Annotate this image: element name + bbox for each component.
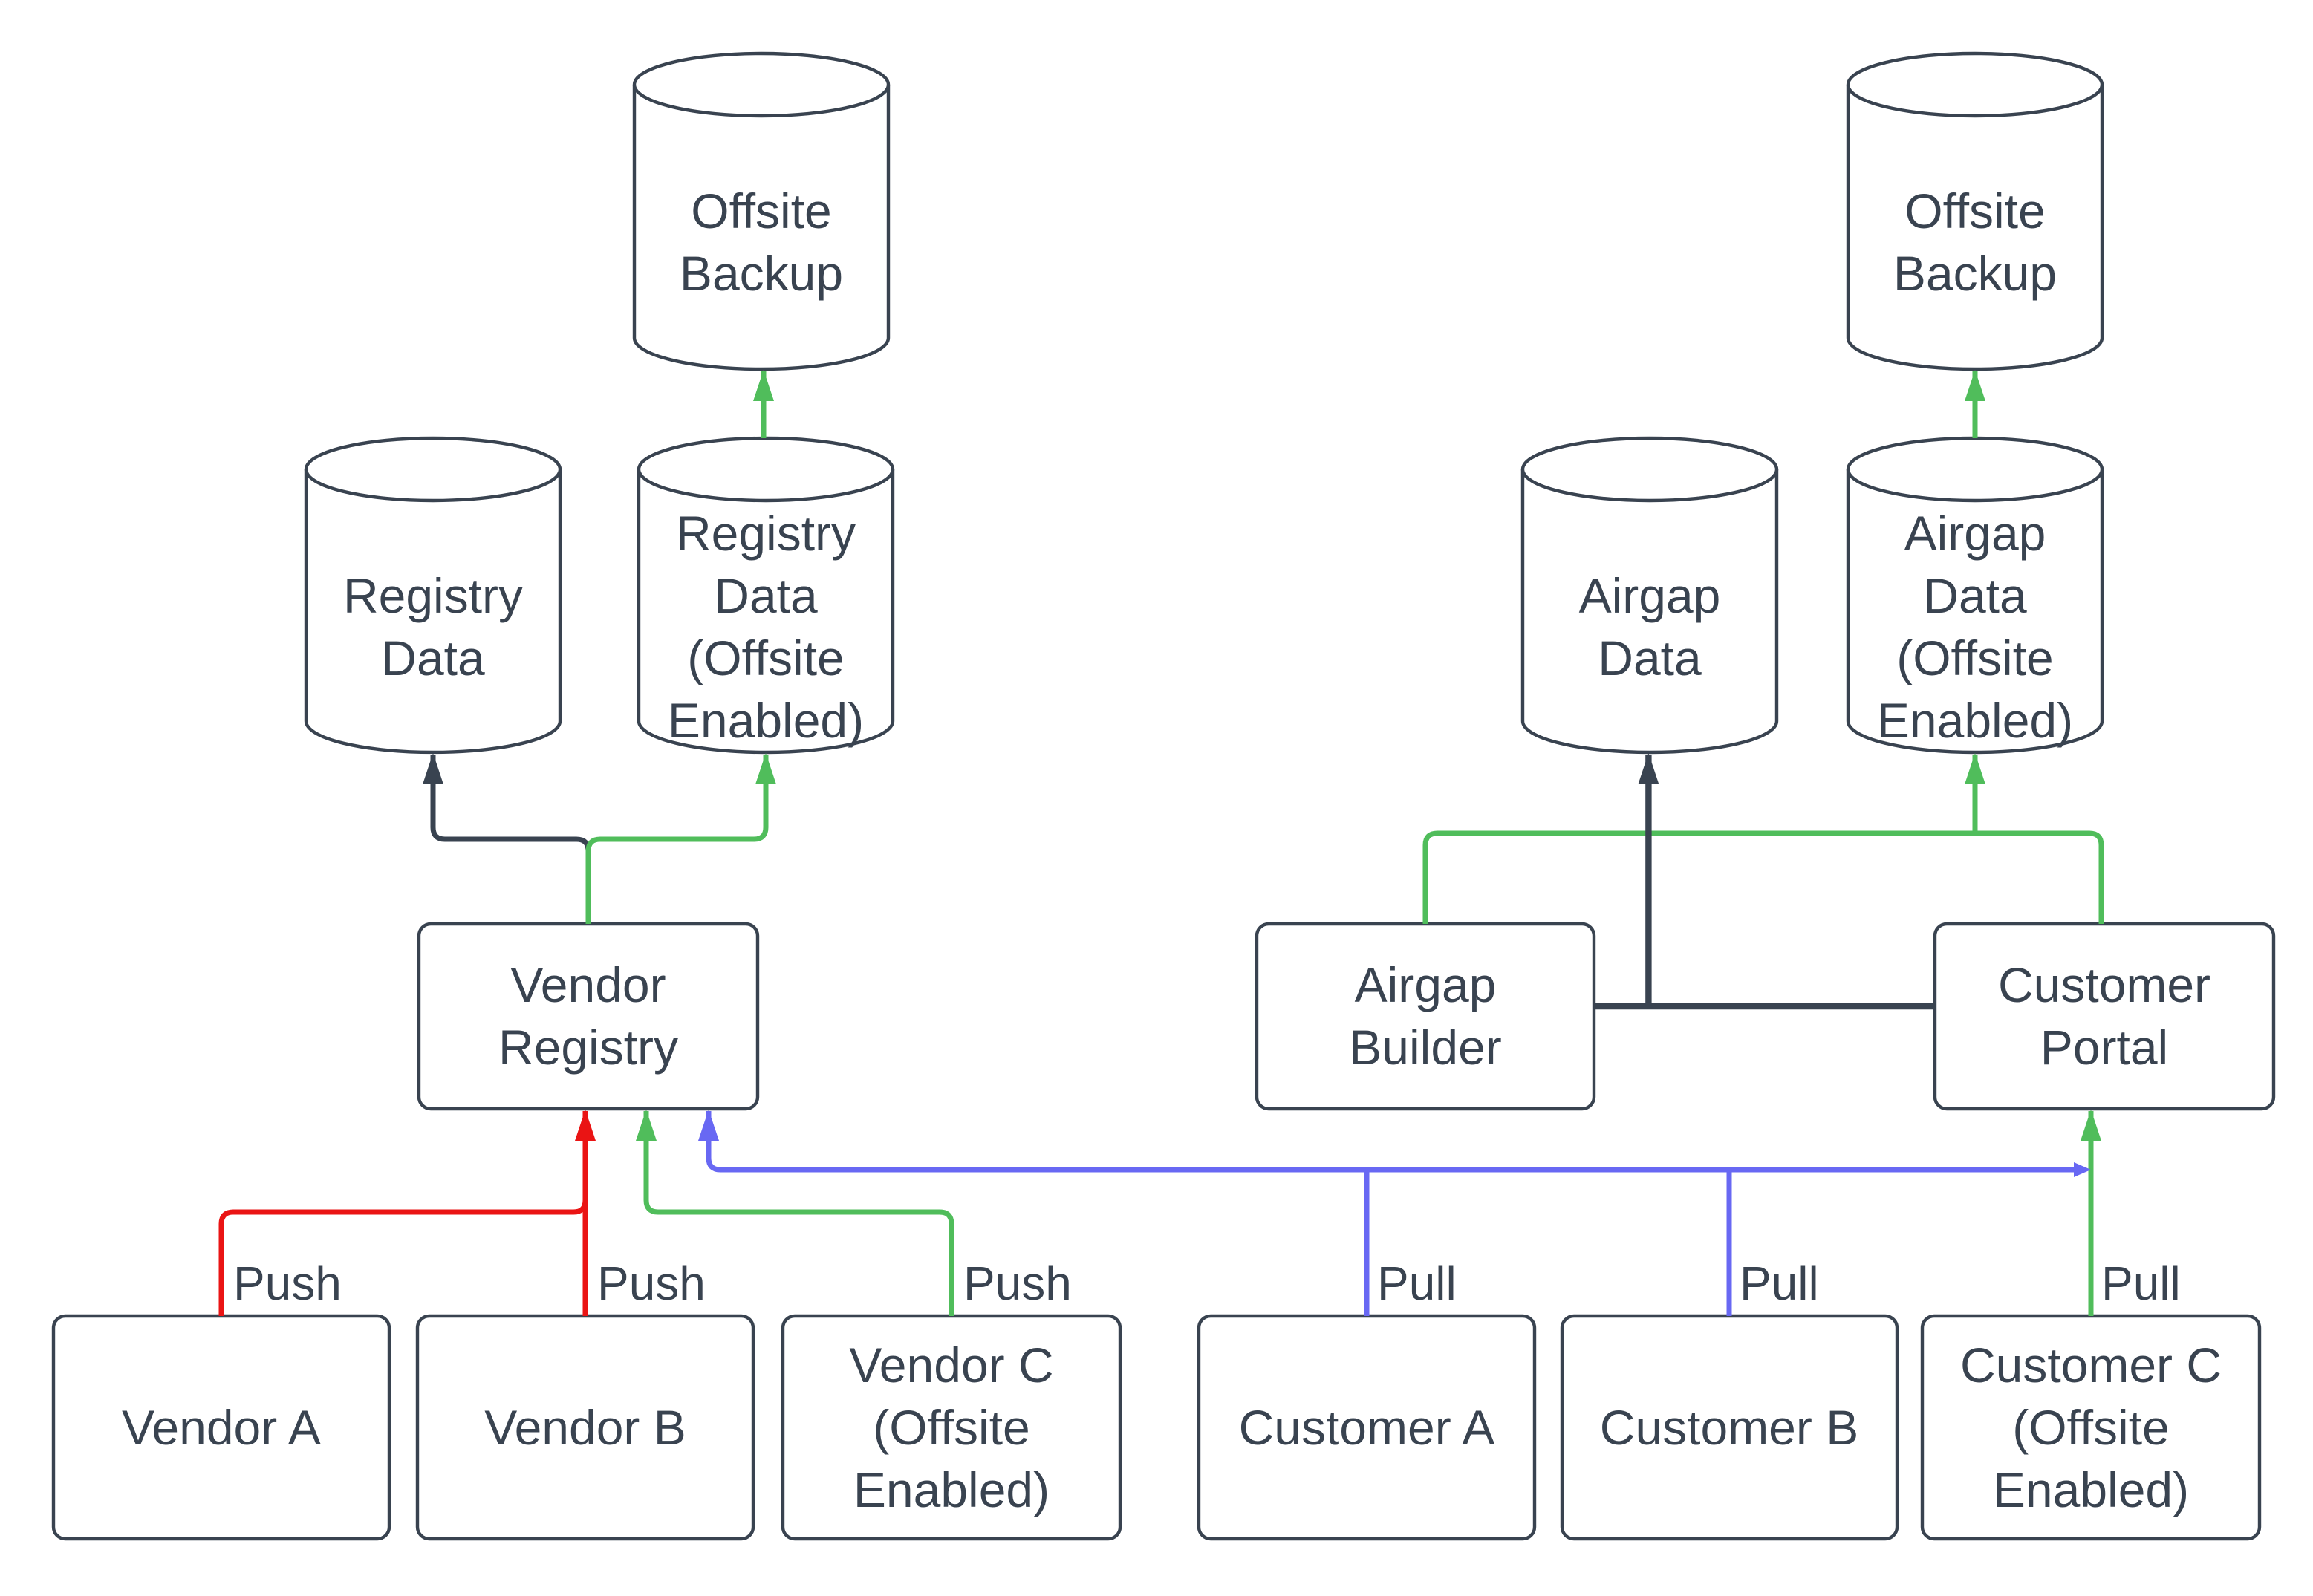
cylinder-top	[637, 436, 895, 503]
node-label: Registry	[343, 568, 523, 623]
edge-label-push-vendor-b: Push	[597, 1257, 706, 1310]
node-vendor-b: Vendor B	[415, 1314, 755, 1541]
edge-vendor-a-to-vendor-registry	[218, 1199, 588, 1316]
node-vendor-a: Vendor A	[51, 1314, 391, 1541]
node-label: Vendor B	[484, 1400, 686, 1455]
cylinder-body	[304, 469, 562, 755]
node-label: Data	[381, 631, 485, 685]
node-label: (Offsite	[2012, 1400, 2170, 1455]
cylinder-top	[1846, 51, 2104, 118]
node-label: Customer C	[1960, 1338, 2222, 1393]
node-label: Enabled)	[668, 693, 864, 748]
node-label: (Offsite	[873, 1400, 1030, 1455]
node-label: Backup	[1893, 246, 2057, 301]
cylinder-body	[1520, 469, 1779, 755]
edge-customers-to-vendor-registry	[698, 1110, 2074, 1173]
node-vendor-registry: Vendor Registry	[417, 922, 760, 1111]
cylinder-top	[632, 51, 891, 118]
node-label: Airgap	[1579, 568, 1721, 623]
node-label: Customer A	[1239, 1400, 1495, 1455]
node-label: Offsite	[1904, 183, 2046, 238]
node-label: Portal	[2040, 1020, 2168, 1075]
node-label: Backup	[680, 246, 843, 301]
node-label: Registry	[498, 1020, 678, 1075]
node-label: Registry	[676, 506, 856, 561]
node-airgap-data: Airgap Data	[1520, 436, 1779, 755]
node-airgap-data-offsite: Airgap Data (Offsite Enabled)	[1846, 436, 2104, 755]
node-label: Enabled)	[1993, 1462, 2189, 1517]
node-offsite-backup-right: Offsite Backup	[1846, 51, 2104, 371]
node-label: Data	[1923, 568, 2027, 623]
node-customer-b: Customer B	[1560, 1314, 1899, 1541]
cylinder-top	[304, 436, 562, 503]
node-label: Customer B	[1600, 1400, 1858, 1455]
node-customer-c: Customer C (Offsite Enabled)	[1920, 1314, 2262, 1541]
node-label: Customer	[1998, 957, 2210, 1012]
node-customer-portal: Customer Portal	[1933, 922, 2276, 1111]
node-label: Offsite	[691, 183, 832, 238]
cylinder-top	[1520, 436, 1779, 503]
node-label: (Offsite	[687, 631, 845, 685]
box	[1933, 922, 2276, 1111]
node-label: Data	[714, 568, 818, 623]
purple-line-end-tip	[2074, 1162, 2091, 1177]
edge-green-merge-to-airgap-data-offsite	[1422, 830, 2104, 924]
cylinder-body	[632, 85, 891, 371]
node-label: Data	[1598, 631, 1702, 685]
node-vendor-c: Vendor C (Offsite Enabled)	[781, 1314, 1122, 1541]
node-label: Vendor A	[122, 1400, 321, 1455]
node-label: Enabled)	[1877, 693, 2073, 748]
box	[417, 922, 760, 1111]
node-label: (Offsite	[1896, 631, 2054, 685]
node-label: Enabled)	[853, 1462, 1050, 1517]
edge-label-pull-customer-c: Pull	[2101, 1257, 2181, 1310]
edge-label-push-vendor-c: Push	[963, 1257, 1072, 1310]
cylinder-top	[1846, 436, 2104, 503]
node-registry-data: Registry Data	[304, 436, 562, 755]
edge-vendor-registry-to-registry-data	[423, 753, 591, 924]
node-registry-data-offsite: Registry Data (Offsite Enabled)	[637, 436, 895, 755]
edge-vendor-c-to-vendor-registry	[636, 1110, 954, 1316]
edge-label-push-vendor-a: Push	[233, 1257, 342, 1310]
cylinder-body	[1846, 469, 2104, 755]
edge-vendor-registry-to-registry-data-offsite	[585, 753, 776, 924]
cylinder-body	[1846, 85, 2104, 371]
cylinder-body	[637, 469, 895, 755]
edge-label-pull-customer-b: Pull	[1740, 1257, 1819, 1310]
node-label: Vendor	[510, 957, 666, 1012]
node-label: Builder	[1349, 1020, 1501, 1075]
edge-label-pull-customer-a: Pull	[1377, 1257, 1457, 1310]
node-label: Vendor C	[849, 1338, 1053, 1393]
node-label: Airgap	[1355, 957, 1497, 1012]
box	[1255, 922, 1596, 1111]
node-label: Airgap	[1904, 506, 2046, 561]
node-offsite-backup-left: Offsite Backup	[632, 51, 891, 371]
node-customer-a: Customer A	[1197, 1314, 1537, 1541]
node-airgap-builder: Airgap Builder	[1255, 922, 1596, 1111]
